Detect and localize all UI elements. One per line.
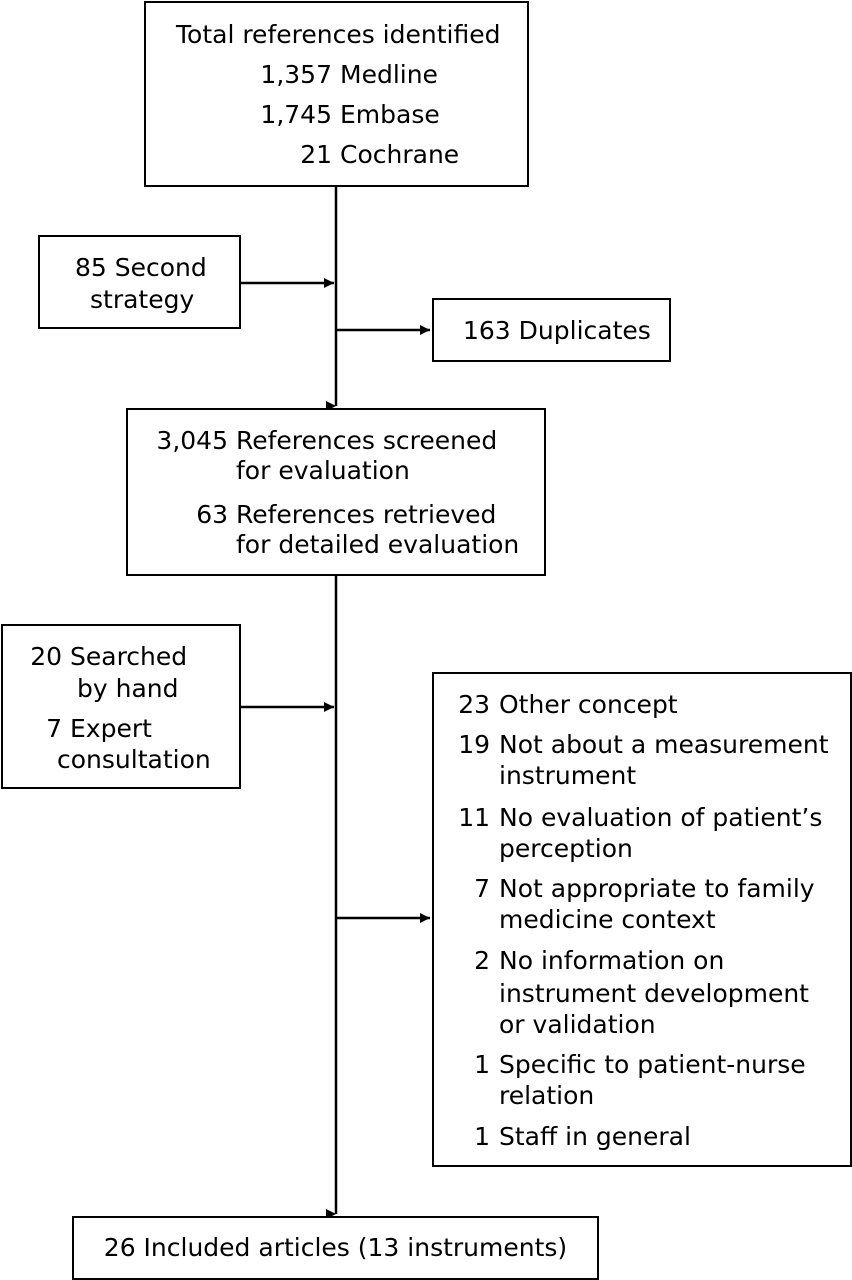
duplicates-label: 163 Duplicates (463, 316, 651, 345)
second-strategy-line2: strategy (90, 285, 195, 314)
exclusion-line: Specific to patient-nurse (499, 1050, 806, 1079)
screened-count: 3,045 (156, 426, 228, 455)
hand-search-count: 20 (30, 642, 62, 671)
screened-box (126, 408, 546, 576)
exclusion-count: 1 (474, 1122, 490, 1151)
exclusion-count: 1 (474, 1050, 490, 1079)
exclusions-box (432, 672, 852, 1167)
retrieved-line1: References retrieved (236, 500, 497, 529)
exclusion-line: Other concept (499, 690, 678, 719)
exclusion-line: Staff in general (499, 1122, 691, 1151)
source-count-embase: 1,745 (260, 100, 332, 129)
retrieved-line2: for detailed evaluation (236, 530, 520, 559)
second-strategy-box (38, 235, 241, 329)
source-label-medline: Medline (340, 60, 438, 89)
hand-search-line1: Searched (70, 642, 188, 671)
retrieved-count: 63 (196, 500, 228, 529)
expert-line1: Expert (70, 714, 152, 743)
screened-line2: for evaluation (236, 456, 410, 485)
exclusion-line: No evaluation of patient’s (499, 803, 823, 832)
exclusion-count: 19 (458, 730, 490, 759)
exclusion-count: 2 (474, 946, 490, 975)
screened-line1: References screened (236, 426, 498, 455)
exclusion-line: instrument development (499, 979, 809, 1008)
additional-sources-box (1, 624, 241, 789)
exclusion-line: perception (499, 834, 633, 863)
exclusion-line: relation (499, 1081, 595, 1110)
exclusion-count: 7 (474, 874, 490, 903)
exclusion-line: No information on (499, 946, 725, 975)
exclusion-line: Not appropriate to family (499, 874, 815, 903)
exclusion-line: instrument (499, 761, 637, 790)
source-count-cochrane: 21 (300, 140, 332, 169)
source-label-cochrane: Cochrane (340, 140, 460, 169)
source-count-medline: 1,357 (260, 60, 332, 89)
exclusion-count: 23 (458, 690, 490, 719)
expert-line2: consultation (57, 745, 211, 774)
duplicates-box (432, 298, 671, 362)
exclusion-count: 11 (458, 803, 490, 832)
source-label-embase: Embase (340, 100, 440, 129)
included-articles-label: 26 Included articles (13 instruments) (103, 1233, 568, 1262)
total-references-box (144, 1, 529, 187)
total-references-title: Total references identified (176, 20, 501, 49)
expert-count: 7 (46, 714, 62, 743)
second-strategy-line1: 85 Second (75, 253, 207, 282)
hand-search-line2: by hand (77, 674, 179, 703)
exclusion-line: medicine context (499, 905, 716, 934)
exclusion-line: Not about a measurement (499, 730, 829, 759)
exclusion-line: or validation (499, 1010, 656, 1039)
included-articles-box (72, 1216, 599, 1280)
